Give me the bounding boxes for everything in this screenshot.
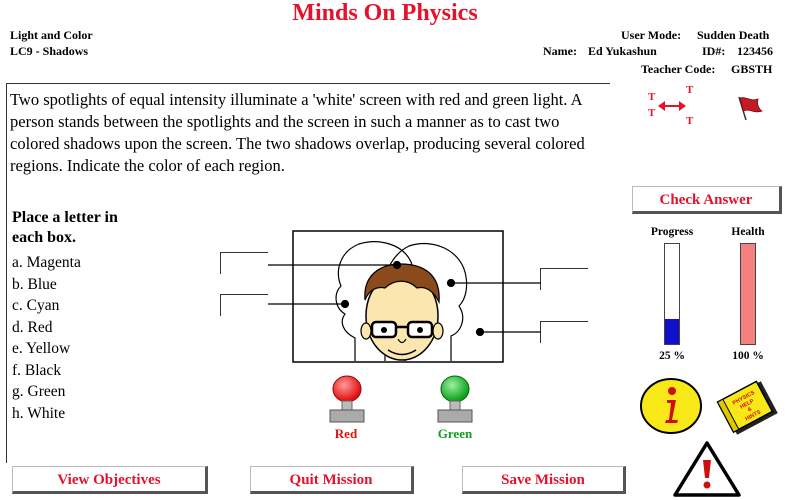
red-lamp-label: Red [334,426,358,441]
nav-t-3: T [648,107,656,119]
health-bar [740,243,756,345]
question-frame [6,83,610,463]
help-book-icon[interactable]: PHYSICS HELP & HINTS [716,380,782,436]
user-mode-value: Sudden Death [697,28,770,42]
flag-icon[interactable] [734,94,766,122]
save-mission-button[interactable]: Save Mission [462,466,626,494]
swap-arrows-icon[interactable]: T T T T [646,84,700,128]
person-face [360,263,444,361]
answer-box-3[interactable] [540,268,588,290]
quit-mission-button[interactable]: Quit Mission [250,466,414,494]
nav-t-2: T [686,84,694,96]
instruction-text: Place a letter in each box. [12,209,118,246]
answer-box-2[interactable] [220,294,268,316]
option-b: b. Blue [12,275,57,293]
option-g: g. Green [12,383,66,400]
lesson-label: LC9 - Shadows [10,44,89,58]
red-lamp-icon [329,375,365,423]
progress-percent: 25 % [659,350,685,362]
name-label: Name: [543,44,577,58]
shadow-diagram [268,230,541,363]
option-a: a. Magenta [12,254,81,271]
answer-box-4[interactable] [540,321,588,343]
warning-icon[interactable] [672,440,742,498]
name-value: Ed Yukashun [588,44,657,58]
check-answer-button[interactable]: Check Answer [632,186,782,214]
teacher-code-label: Teacher Code: [641,62,716,76]
progress-label: Progress [650,226,694,238]
view-objectives-button[interactable]: View Objectives [12,466,208,494]
help-book-line3: & [747,406,753,413]
option-c: c. Cyan [12,297,60,314]
progress-bar-fill [665,319,679,344]
option-f: f. Black [12,361,62,379]
topic-label: Light and Color [10,28,93,42]
app-title: Minds On Physics [292,0,478,26]
answer-options-list: a. Magenta b. Blue c. Cyan d. Red e. Yel… [12,252,81,424]
option-d: d. Red [12,318,53,336]
user-mode-label: User Mode: [621,28,682,42]
info-icon[interactable] [638,376,704,436]
green-lamp-icon [437,375,473,423]
nav-t-4: T [686,115,694,127]
progress-bar [664,243,680,345]
answer-box-1[interactable] [220,252,268,274]
health-percent: 100 % [732,350,764,362]
nav-t-1: T [648,91,656,103]
option-e: e. Yellow [12,340,71,357]
region-pointers [268,260,541,337]
id-value: 123456 [737,44,773,58]
green-lamp-label: Green [437,426,473,441]
id-label: ID#: [702,44,726,58]
health-bar-fill [741,244,755,344]
health-label: Health [731,226,765,238]
option-h: h. White [12,404,66,422]
question-text: Two spotlights of equal intensity illumi… [10,90,585,175]
teacher-code-value: GBSTH [731,62,773,76]
